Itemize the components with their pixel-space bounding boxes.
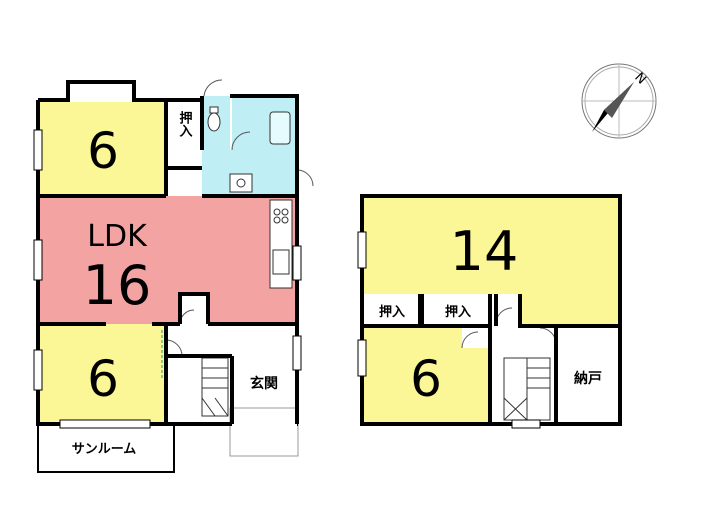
room-top-left-size: 6 bbox=[87, 122, 119, 180]
closet-right-label: 押入 bbox=[445, 304, 471, 320]
stairs-1f-icon bbox=[201, 357, 229, 417]
sink-icon bbox=[229, 173, 253, 193]
room-small-size: 6 bbox=[410, 350, 442, 408]
room-large-size: 14 bbox=[450, 220, 519, 283]
stairs-2f-icon bbox=[503, 357, 551, 421]
room-bottom-left-size: 6 bbox=[87, 350, 119, 408]
closet-top-area bbox=[166, 102, 202, 196]
kitchen-counter-icon bbox=[269, 199, 293, 289]
room-top-left bbox=[38, 102, 166, 196]
room-large bbox=[362, 196, 620, 324]
ldk-label: LDK bbox=[87, 219, 148, 254]
room-bottom-left bbox=[38, 324, 166, 422]
compass-icon: N bbox=[581, 63, 657, 139]
closet-left-label: 押入 bbox=[379, 304, 405, 320]
ldk-size: 16 bbox=[83, 254, 152, 317]
sunroom-label: サンルーム bbox=[72, 442, 137, 457]
room-small bbox=[362, 328, 490, 422]
ldk-area bbox=[38, 196, 297, 324]
bathtub-icon bbox=[269, 111, 291, 145]
toilet-icon bbox=[207, 112, 221, 132]
closet-top-label: 押入 bbox=[177, 110, 193, 137]
entrance-label: 玄関 bbox=[250, 375, 278, 392]
storage-area bbox=[556, 328, 620, 422]
closet-right-area bbox=[424, 294, 488, 324]
storage-label: 納戸 bbox=[574, 370, 602, 387]
closet-left-area bbox=[362, 294, 420, 324]
sunroom-area bbox=[37, 423, 175, 473]
